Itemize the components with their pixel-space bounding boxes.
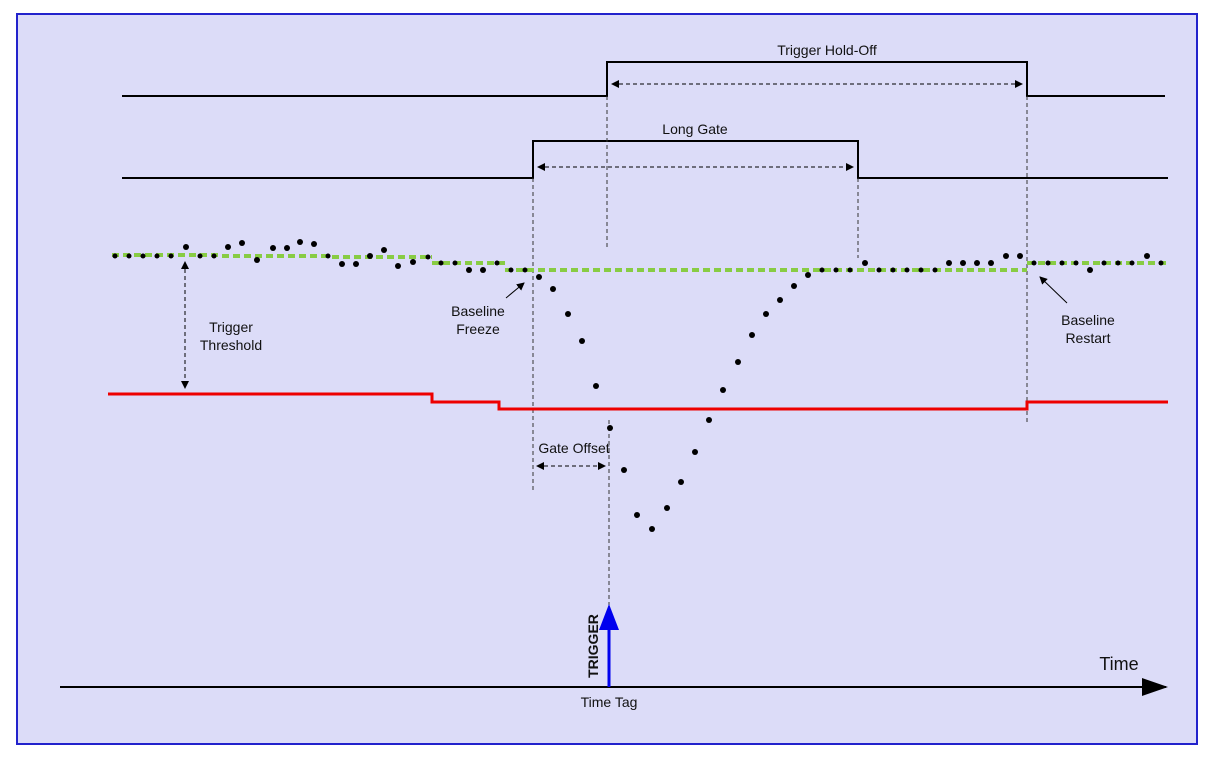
baseline-restart-label-line2: Restart — [1065, 330, 1110, 346]
time-tag-label: Time Tag — [581, 694, 638, 710]
holdoff-waveform — [122, 61, 1165, 97]
trigger-threshold-label-line2: Threshold — [200, 337, 262, 353]
trigger-arrow-head — [599, 604, 619, 630]
long-gate-waveform — [122, 140, 1168, 179]
baseline-restart-arrow — [1039, 276, 1068, 304]
trigger-label: TRIGGER — [585, 614, 601, 678]
baseline-restart-label-line1: Baseline — [1061, 312, 1115, 328]
holdoff-label: Trigger Hold-Off — [777, 42, 877, 58]
gate-offset-label: Gate Offset — [538, 440, 609, 456]
signal-samples — [112, 239, 1164, 532]
baseline-freeze-arrow — [505, 282, 525, 299]
baseline-freeze-label-line2: Freeze — [456, 321, 500, 337]
time-axis-label: Time — [1099, 654, 1138, 674]
long-gate-label: Long Gate — [662, 121, 728, 137]
trigger-threshold-label-line1: Trigger — [209, 319, 253, 335]
trigger-threshold-line — [108, 392, 1168, 411]
baseline-freeze-label-line1: Baseline — [451, 303, 505, 319]
diagram-frame — [16, 13, 1198, 745]
